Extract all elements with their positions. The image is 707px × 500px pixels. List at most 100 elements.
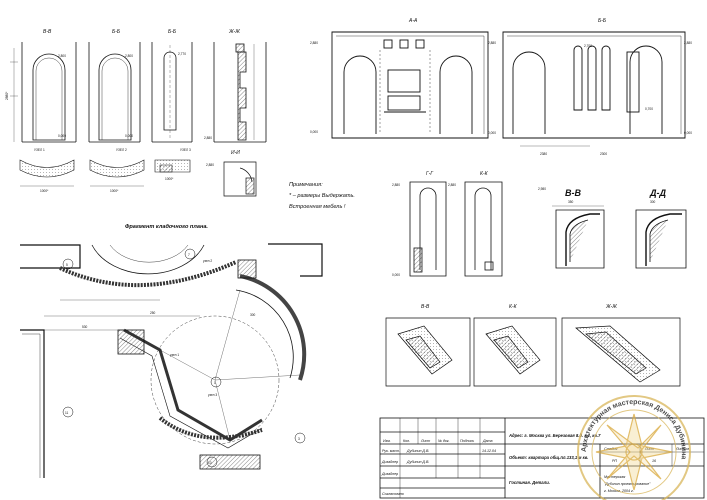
svg-text:2,800: 2,800 [125, 54, 133, 58]
svg-text:1: 1 [214, 381, 216, 385]
svg-text:10: 10 [208, 461, 212, 465]
svg-text:350: 350 [568, 200, 574, 204]
detail-d-big: Д-Д [635, 188, 687, 269]
svg-text:Изм.: Изм. [383, 439, 391, 443]
svg-text:В-В: В-В [565, 188, 581, 198]
svg-text:300: 300 [250, 313, 256, 317]
svg-text:0,000: 0,000 [310, 130, 318, 134]
svg-text:узел 3: узел 3 [208, 393, 217, 397]
svg-text:Дата: Дата [482, 439, 492, 443]
svg-text:5: 5 [66, 263, 68, 267]
svg-text:0,000: 0,000 [58, 134, 66, 138]
detail-bottom-1: В-В [385, 304, 471, 387]
svg-text:0,000: 0,000 [684, 131, 692, 135]
svg-text:1000*: 1000* [165, 177, 174, 181]
svg-text:530: 530 [82, 325, 88, 329]
svg-text:0,000: 0,000 [488, 131, 496, 135]
svg-text:И-И: И-И [231, 150, 240, 156]
svg-text:Лист: Лист [644, 447, 654, 451]
elevation-1: В-В [10, 29, 77, 143]
svg-text:Встроенная мебель !: Встроенная мебель ! [289, 204, 346, 210]
detail-small: И-И [223, 150, 257, 197]
svg-text:В-В: В-В [43, 29, 52, 35]
svg-text:УЗЕЛ 1: УЗЕЛ 1 [34, 148, 45, 152]
elevation-4: Ж-Ж [213, 29, 267, 143]
detail-bottom-2: К-К [473, 304, 557, 387]
svg-text:К-К: К-К [480, 171, 489, 177]
svg-text:1000*: 1000* [40, 189, 49, 193]
svg-text:0,000: 0,000 [392, 273, 400, 277]
svg-text:Ж-Ж: Ж-Ж [228, 29, 240, 35]
elevation-2: Б-Б [88, 29, 141, 143]
detail-bottom-3: Ж-Ж [561, 304, 681, 387]
svg-text:Примечания:: Примечания: [289, 182, 323, 188]
svg-text:2,980: 2,980 [538, 187, 546, 191]
svg-text:1000*: 1000* [110, 189, 119, 193]
svg-text:2880*: 2880* [5, 91, 9, 100]
svg-text:Б-Б: Б-Б [598, 18, 607, 24]
svg-text:узел 2: узел 2 [203, 259, 212, 263]
svg-text:"Дубинин проектирование": "Дубинин проектирование" [604, 482, 651, 486]
svg-text:Согласовано: Согласовано [382, 492, 404, 496]
svg-text:УЗЕЛ 2: УЗЕЛ 2 [116, 148, 127, 152]
svg-text:2380: 2380 [540, 152, 547, 156]
svg-text:2,880: 2,880 [310, 41, 318, 45]
svg-text:Подпись: Подпись [460, 439, 474, 443]
svg-text:А-А: А-А [408, 18, 418, 24]
floor-plan [20, 243, 323, 478]
view-g: Г-Г [409, 171, 447, 277]
svg-text:2,880: 2,880 [206, 163, 214, 167]
svg-text:УЗЕЛ 3: УЗЕЛ 3 [180, 148, 191, 152]
svg-text:Дизайнер: Дизайнер [381, 460, 398, 464]
svg-text:2,800: 2,800 [58, 54, 66, 58]
svg-text:* – размеры Выдержать.: * – размеры Выдержать. [289, 193, 355, 199]
node-2: УЗЕЛ 2 [89, 148, 145, 187]
svg-text:К-К: К-К [509, 304, 518, 310]
svg-text:2,880: 2,880 [488, 41, 496, 45]
svg-text:0,700: 0,700 [645, 107, 653, 111]
view-k: К-К [464, 171, 503, 277]
plan-title: Фрагмент кладочного плана. [125, 224, 208, 230]
svg-text:16: 16 [652, 459, 656, 463]
svg-text:2,880: 2,880 [448, 183, 456, 187]
svg-text:7: 7 [188, 253, 190, 257]
svg-text:Дизайнер: Дизайнер [381, 472, 398, 476]
svg-text:Дубинин Д.В.: Дубинин Д.В. [406, 460, 429, 464]
svg-text:Адрес: г. Москва ул. Березовая: Адрес: г. Москва ул. Березовая 8.д. к.2,… [508, 433, 601, 438]
svg-text:Лист: Лист [420, 439, 430, 443]
svg-text:2,770: 2,770 [178, 52, 186, 56]
detail-b-big: В-В [552, 188, 605, 269]
section-b: Б-Б [502, 18, 686, 147]
svg-text:0,000: 0,000 [125, 134, 133, 138]
svg-text:3: 3 [298, 437, 300, 441]
section-a: А-А [331, 18, 489, 139]
svg-text:Объект: квартира общ.пл.133,1: Объект: квартира общ.пл.133,1 м кв. [509, 455, 588, 460]
svg-text:В-В: В-В [421, 304, 430, 310]
svg-text:2,880: 2,880 [392, 183, 400, 187]
node-3: УЗЕЛ 3 [154, 148, 191, 173]
svg-text:2,880: 2,880 [684, 41, 692, 45]
svg-text:2,880: 2,880 [204, 136, 212, 140]
node-1: УЗЕЛ 1 [19, 148, 75, 187]
svg-text:Д-Д: Д-Д [649, 188, 666, 198]
svg-text:№ док.: № док. [438, 439, 450, 443]
svg-text:Листов: Листов [675, 447, 689, 451]
svg-text:300: 300 [650, 200, 656, 204]
svg-text:узел 1: узел 1 [170, 353, 179, 357]
svg-text:Ж-Ж: Ж-Ж [605, 304, 617, 310]
svg-text:11: 11 [65, 411, 69, 415]
svg-text:Гостиная. Детали.: Гостиная. Детали. [509, 480, 550, 485]
company-stamp: Архитектурная мастерская Дениса Дубинина [577, 395, 691, 500]
svg-text:14.12.04: 14.12.04 [482, 449, 496, 453]
notes: Примечания: * – размеры Выдержать. Встро… [289, 182, 355, 210]
title-block [379, 417, 705, 499]
svg-text:Б-Б: Б-Б [112, 29, 121, 35]
svg-text:Дубинин Д.В.: Дубинин Д.В. [406, 449, 429, 453]
svg-text:Г-Г: Г-Г [426, 171, 434, 177]
svg-text:Б-Б: Б-Б [168, 29, 177, 35]
svg-text:Рук. маст.: Рук. маст. [382, 449, 400, 453]
svg-text:Кол.: Кол. [403, 439, 410, 443]
svg-text:2,700: 2,700 [584, 44, 592, 48]
